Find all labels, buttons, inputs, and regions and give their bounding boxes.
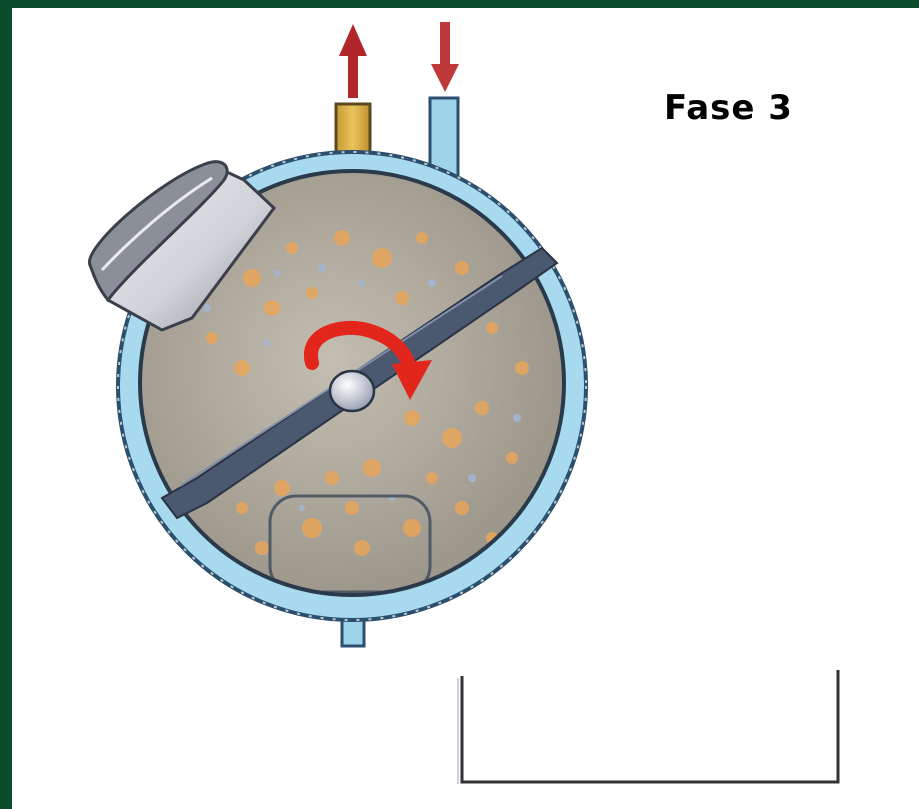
rotor-hub (330, 371, 374, 411)
arrow-down-icon (431, 22, 459, 92)
diagram-canvas: Fase 3 (12, 8, 919, 809)
rotary-vane-pump-diagram (12, 8, 919, 809)
empty-bracket (458, 670, 838, 784)
arrow-up-icon (339, 24, 367, 98)
phase-title: Fase 3 (664, 88, 793, 128)
